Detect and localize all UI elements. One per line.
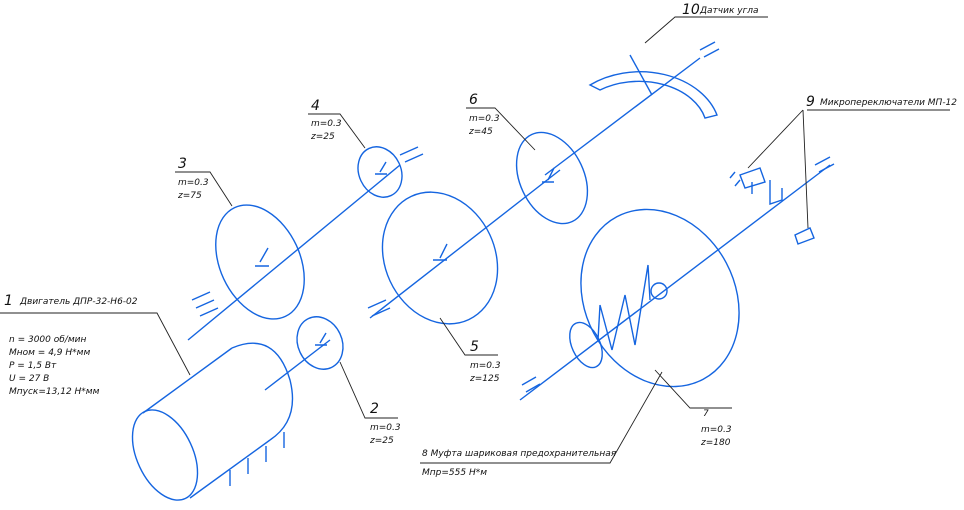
ball-clutch	[569, 264, 668, 369]
svg-text:z=180: z=180	[700, 438, 731, 448]
svg-text:Датчик угла: Датчик угла	[699, 6, 759, 16]
svg-text:4: 4	[311, 98, 320, 114]
shafts	[187, 41, 835, 401]
svg-text:m=0.3: m=0.3	[178, 178, 209, 188]
label-gear-4: 4 m=0.3 z=25	[310, 98, 342, 142]
svg-text:z=25: z=25	[310, 132, 335, 142]
svg-text:m=0.3: m=0.3	[470, 361, 501, 371]
svg-text:3: 3	[178, 156, 187, 172]
svg-text:U = 27 В: U = 27 В	[9, 374, 49, 384]
leader-lines	[0, 16, 950, 464]
label-gear-5: 5 m=0.3 z=125	[469, 339, 501, 384]
microswitches	[729, 167, 815, 245]
label-gear-6: 6 m=0.3 z=45	[468, 92, 500, 137]
svg-text:m=0.3: m=0.3	[701, 425, 732, 435]
svg-text:z=25: z=25	[369, 436, 394, 446]
svg-text:2: 2	[370, 401, 379, 417]
gear-3	[215, 204, 305, 320]
gear-5	[381, 191, 499, 325]
label-sensor: 10 Датчик угла	[682, 2, 759, 18]
svg-text:1: 1	[4, 293, 13, 309]
gear-centers	[255, 161, 555, 346]
svg-text:Микропереключатели МП-12: Микропереключатели МП-12	[820, 98, 957, 108]
svg-text:m=0.3: m=0.3	[370, 423, 401, 433]
svg-text:Мпр=555 Н*м: Мпр=555 Н*м	[422, 468, 487, 478]
svg-text:Мпуск=13,12 Н*мм: Мпуск=13,12 Н*мм	[9, 387, 100, 397]
angle-sensor	[588, 54, 718, 119]
svg-text:m=0.3: m=0.3	[469, 114, 500, 124]
gear-7	[580, 208, 740, 388]
label-clutch: 8 Муфта шариковая предохранительная Мпр=…	[422, 449, 617, 478]
svg-text:m=0.3: m=0.3	[311, 119, 342, 129]
gear-4	[357, 146, 403, 198]
svg-text:Р = 1,5 Вт: Р = 1,5 Вт	[9, 361, 57, 371]
label-motor: 1 Двигатель ДПР-32-Н6-02 n = 3000 об/мин…	[4, 293, 138, 397]
svg-text:z=45: z=45	[468, 127, 493, 137]
gear-6	[515, 131, 589, 225]
gear-2	[296, 316, 344, 370]
svg-text:n = 3000 об/мин: n = 3000 об/мин	[9, 335, 86, 345]
svg-text:6: 6	[469, 92, 478, 108]
svg-text:7: 7	[703, 409, 709, 419]
label-switches: 9 Микропереключатели МП-12	[806, 94, 957, 110]
svg-text:Мном = 4,9 Н*мм: Мном = 4,9 Н*мм	[9, 348, 90, 358]
svg-text:9: 9	[806, 94, 815, 110]
svg-text:5: 5	[470, 339, 479, 355]
motor	[131, 342, 294, 501]
label-gear-3: 3 m=0.3 z=75	[177, 156, 209, 201]
svg-text:10: 10	[682, 2, 700, 18]
svg-text:Двигатель ДПР-32-Н6-02: Двигатель ДПР-32-Н6-02	[19, 297, 138, 307]
svg-text:z=125: z=125	[469, 374, 500, 384]
svg-text:z=75: z=75	[177, 191, 202, 201]
svg-text:8 Муфта шариковая предохраните: 8 Муфта шариковая предохранительная	[422, 449, 617, 459]
label-gear-2: 2 m=0.3 z=25	[369, 401, 401, 446]
label-gear-7: 7 m=0.3 z=180	[700, 409, 732, 448]
